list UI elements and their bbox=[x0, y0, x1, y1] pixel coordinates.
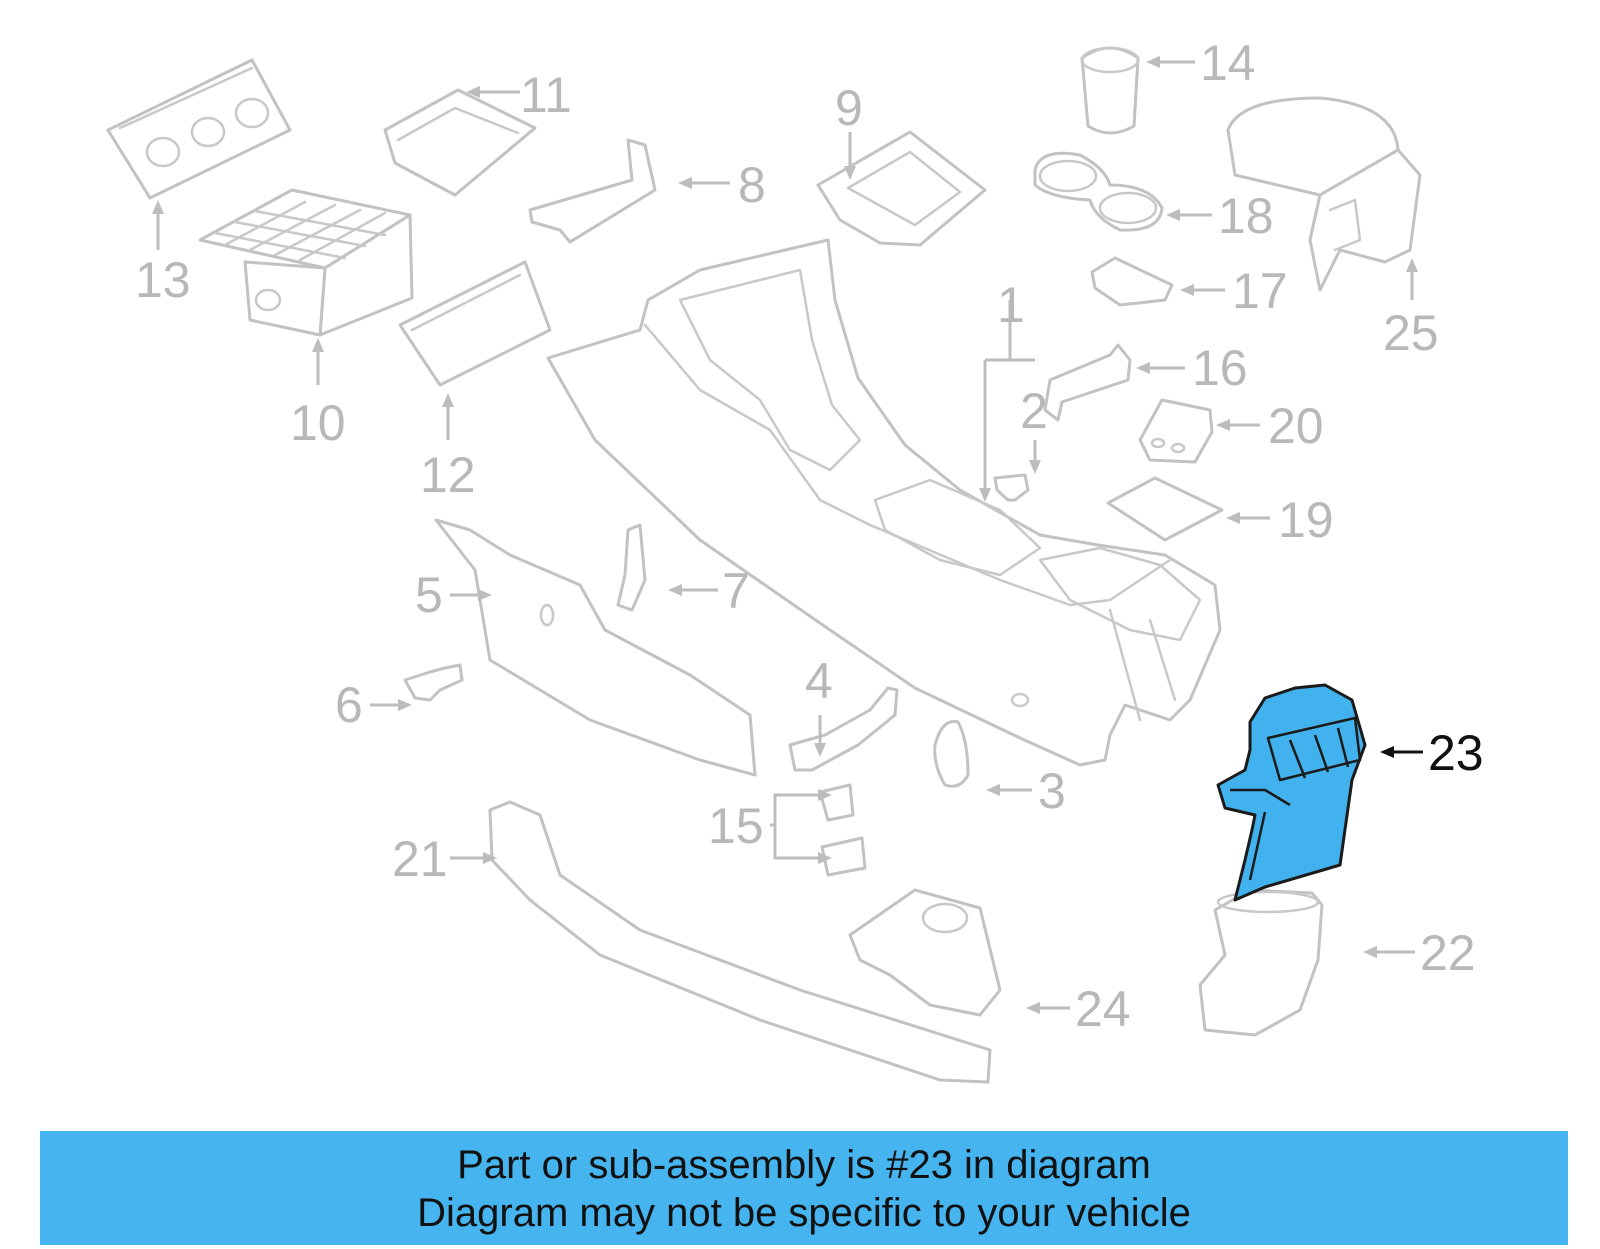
callout-14: 14 bbox=[1200, 35, 1256, 91]
callout-5: 5 bbox=[415, 567, 443, 623]
part-10-storage-tray bbox=[198, 188, 414, 337]
callout-11: 11 bbox=[520, 67, 572, 123]
callout-2: 2 bbox=[1020, 383, 1048, 439]
part-25-armrest bbox=[1226, 96, 1422, 292]
callout-25: 25 bbox=[1383, 305, 1439, 361]
part-15-clips bbox=[770, 783, 867, 877]
part-1-center-console bbox=[546, 238, 1222, 767]
part-19-pad bbox=[1106, 476, 1224, 542]
callout-3: 3 bbox=[1038, 763, 1066, 819]
callout-1: 1 bbox=[997, 277, 1025, 333]
part-3-cap bbox=[933, 719, 970, 788]
callout-4: 4 bbox=[805, 653, 833, 709]
part-14-cup bbox=[1080, 46, 1140, 135]
part-24-housing bbox=[848, 888, 1002, 1017]
callout-6: 6 bbox=[335, 677, 363, 733]
callout-12: 12 bbox=[420, 447, 476, 503]
part-6-bolt bbox=[403, 663, 464, 702]
part-22-duct bbox=[1198, 888, 1324, 1037]
part-13-vent-panel bbox=[106, 58, 292, 200]
info-banner: Part or sub-assembly is #23 in diagram D… bbox=[40, 1131, 1568, 1245]
part-5-side-trim bbox=[434, 518, 757, 777]
callout-18: 18 bbox=[1218, 188, 1274, 244]
callout-10: 10 bbox=[290, 395, 346, 451]
callout-16: 16 bbox=[1192, 340, 1248, 396]
part-2-screw bbox=[993, 473, 1030, 502]
part-23-rear-vent-trim bbox=[1216, 683, 1367, 902]
part-4-bracket bbox=[788, 686, 899, 772]
callout-9: 9 bbox=[835, 80, 863, 136]
banner-line-2: Diagram may not be specific to your vehi… bbox=[417, 1191, 1191, 1235]
part-20-mount bbox=[1138, 398, 1214, 464]
callout-8: 8 bbox=[738, 157, 766, 213]
part-11-tray bbox=[383, 88, 537, 197]
part-9-frame bbox=[816, 130, 987, 247]
part-17-clip bbox=[1090, 256, 1174, 307]
callout-13: 13 bbox=[135, 252, 191, 308]
callout-17: 17 bbox=[1232, 263, 1288, 319]
callout-22: 22 bbox=[1420, 925, 1476, 981]
part-16-bracket bbox=[1043, 343, 1132, 422]
part-18-mat bbox=[1033, 151, 1164, 232]
callout-7: 7 bbox=[722, 563, 750, 619]
callout-24: 24 bbox=[1075, 981, 1131, 1037]
callout-23: 23 bbox=[1428, 725, 1484, 781]
callout-15: 15 bbox=[708, 798, 764, 854]
part-21-duct bbox=[488, 800, 992, 1084]
banner-line-1: Part or sub-assembly is #23 in diagram bbox=[457, 1143, 1151, 1187]
leader-lines bbox=[152, 56, 1423, 1014]
part-7-clip bbox=[616, 523, 647, 612]
callout-19: 19 bbox=[1278, 492, 1334, 548]
part-8-bracket bbox=[528, 138, 657, 244]
callout-21: 21 bbox=[392, 831, 448, 887]
part-12-lid bbox=[398, 260, 552, 387]
callout-labels: 13 10 12 11 8 9 14 18 25 17 1 16 2 20 19… bbox=[135, 35, 1484, 1037]
callout-20: 20 bbox=[1268, 398, 1324, 454]
